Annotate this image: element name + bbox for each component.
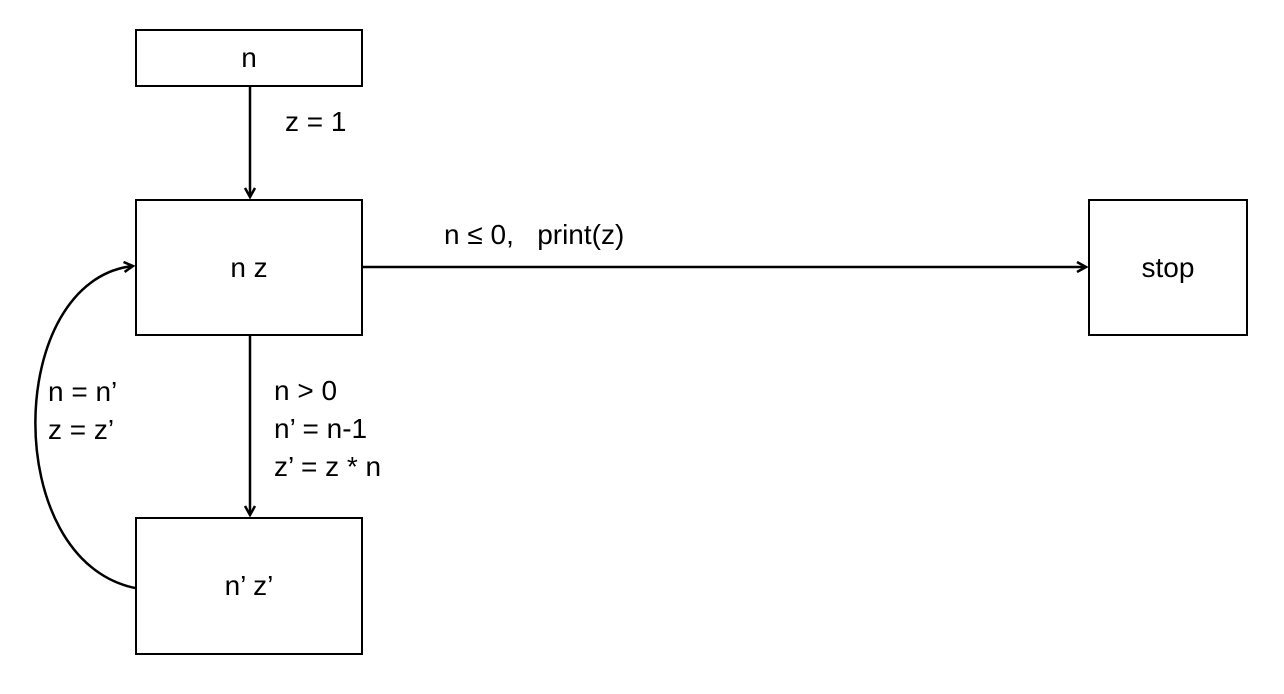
- edge-step-line: z’ = z * n: [274, 451, 382, 482]
- edge-step-label: n > 0 n’ = n-1 z’ = z * n: [274, 372, 381, 486]
- node-loop: n z: [135, 199, 363, 336]
- edge-back-label: n = n’ z = z’: [48, 373, 117, 449]
- node-next: n’ z’: [135, 517, 363, 655]
- edge-init-label: z = 1: [285, 106, 347, 137]
- edge-back-arrow: [34, 266, 135, 590]
- edge-back-line: z = z’: [48, 414, 115, 445]
- edge-back-line: n = n’: [48, 376, 118, 407]
- edge-exit-label: n ≤ 0, print(z): [444, 219, 625, 250]
- node-stop: stop: [1088, 199, 1248, 336]
- node-start: n: [135, 29, 363, 87]
- edge-step-line: n’ = n-1: [274, 413, 368, 444]
- edge-step-line: n > 0: [274, 375, 338, 406]
